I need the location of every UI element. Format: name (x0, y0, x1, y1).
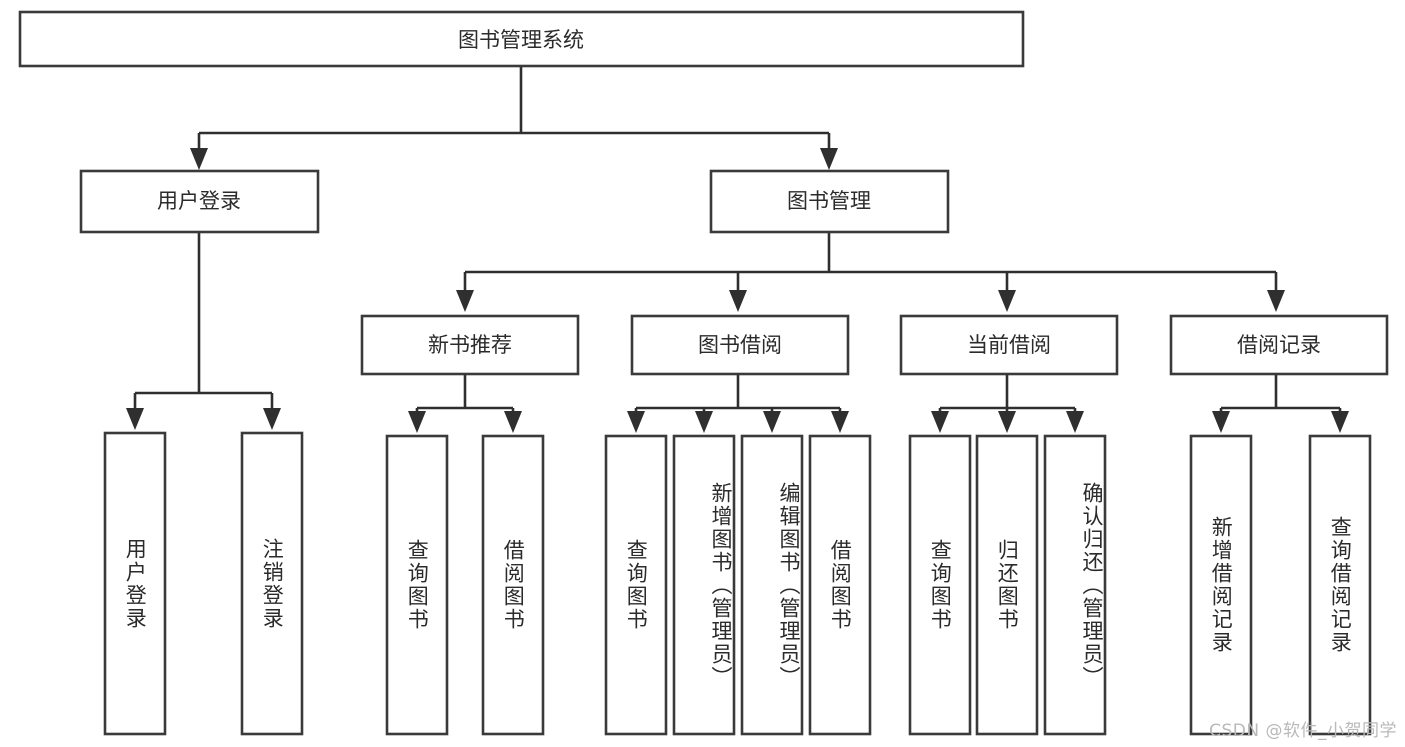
connector-group-borrow-records (1212, 374, 1349, 433)
connector-group-book-mgmt (456, 232, 1285, 312)
node-book-management[interactable]: 图书管理 (709, 169, 950, 234)
node-label-new-book-recommend: 新书推荐 (428, 333, 512, 357)
node-label-root-system: 图书管理系统 (458, 28, 584, 52)
leaf-node-new-book-2[interactable] (481, 434, 545, 736)
node-label-book-management: 图书管理 (787, 189, 871, 213)
leaf-node-user-login-2[interactable] (240, 431, 304, 736)
connector-group-user-login (126, 232, 281, 430)
connector-group-new-book (408, 374, 522, 433)
node-label-user-login: 用户登录 (157, 189, 241, 213)
leaf-node-borrow-records-1[interactable] (1189, 434, 1253, 736)
connector-group-current-borrow (931, 374, 1084, 433)
leaf-node-book-borrow-2[interactable] (672, 434, 736, 736)
node-current-borrow[interactable]: 当前借阅 (899, 314, 1119, 376)
leaf-node-current-borrow-1[interactable] (908, 434, 972, 736)
leaf-node-current-borrow-3[interactable] (1043, 434, 1107, 736)
node-new-book-recommend[interactable]: 新书推荐 (360, 314, 580, 376)
leaf-node-user-login-1[interactable] (103, 431, 167, 736)
leaf-node-new-book-1[interactable] (385, 434, 449, 736)
leaf-node-book-borrow-3[interactable] (740, 434, 804, 736)
leaf-node-borrow-records-2[interactable] (1308, 434, 1372, 736)
node-label-borrow-records: 借阅记录 (1237, 333, 1321, 357)
leaf-node-book-borrow-4[interactable] (808, 434, 872, 736)
csdn-watermark: CSDN @软件_小贺同学 (1209, 721, 1397, 741)
connector-group-root (190, 66, 838, 170)
node-user-login[interactable]: 用户登录 (79, 169, 320, 234)
node-root-system[interactable]: 图书管理系统 (18, 10, 1025, 68)
node-book-borrow[interactable]: 图书借阅 (630, 314, 850, 376)
leaf-node-book-borrow-1[interactable] (604, 434, 668, 736)
node-borrow-records[interactable]: 借阅记录 (1169, 314, 1389, 376)
node-label-book-borrow: 图书借阅 (698, 333, 782, 357)
leaf-node-current-borrow-2[interactable] (975, 434, 1039, 736)
node-label-current-borrow: 当前借阅 (967, 333, 1051, 357)
connector-group-book-borrow (627, 374, 849, 433)
